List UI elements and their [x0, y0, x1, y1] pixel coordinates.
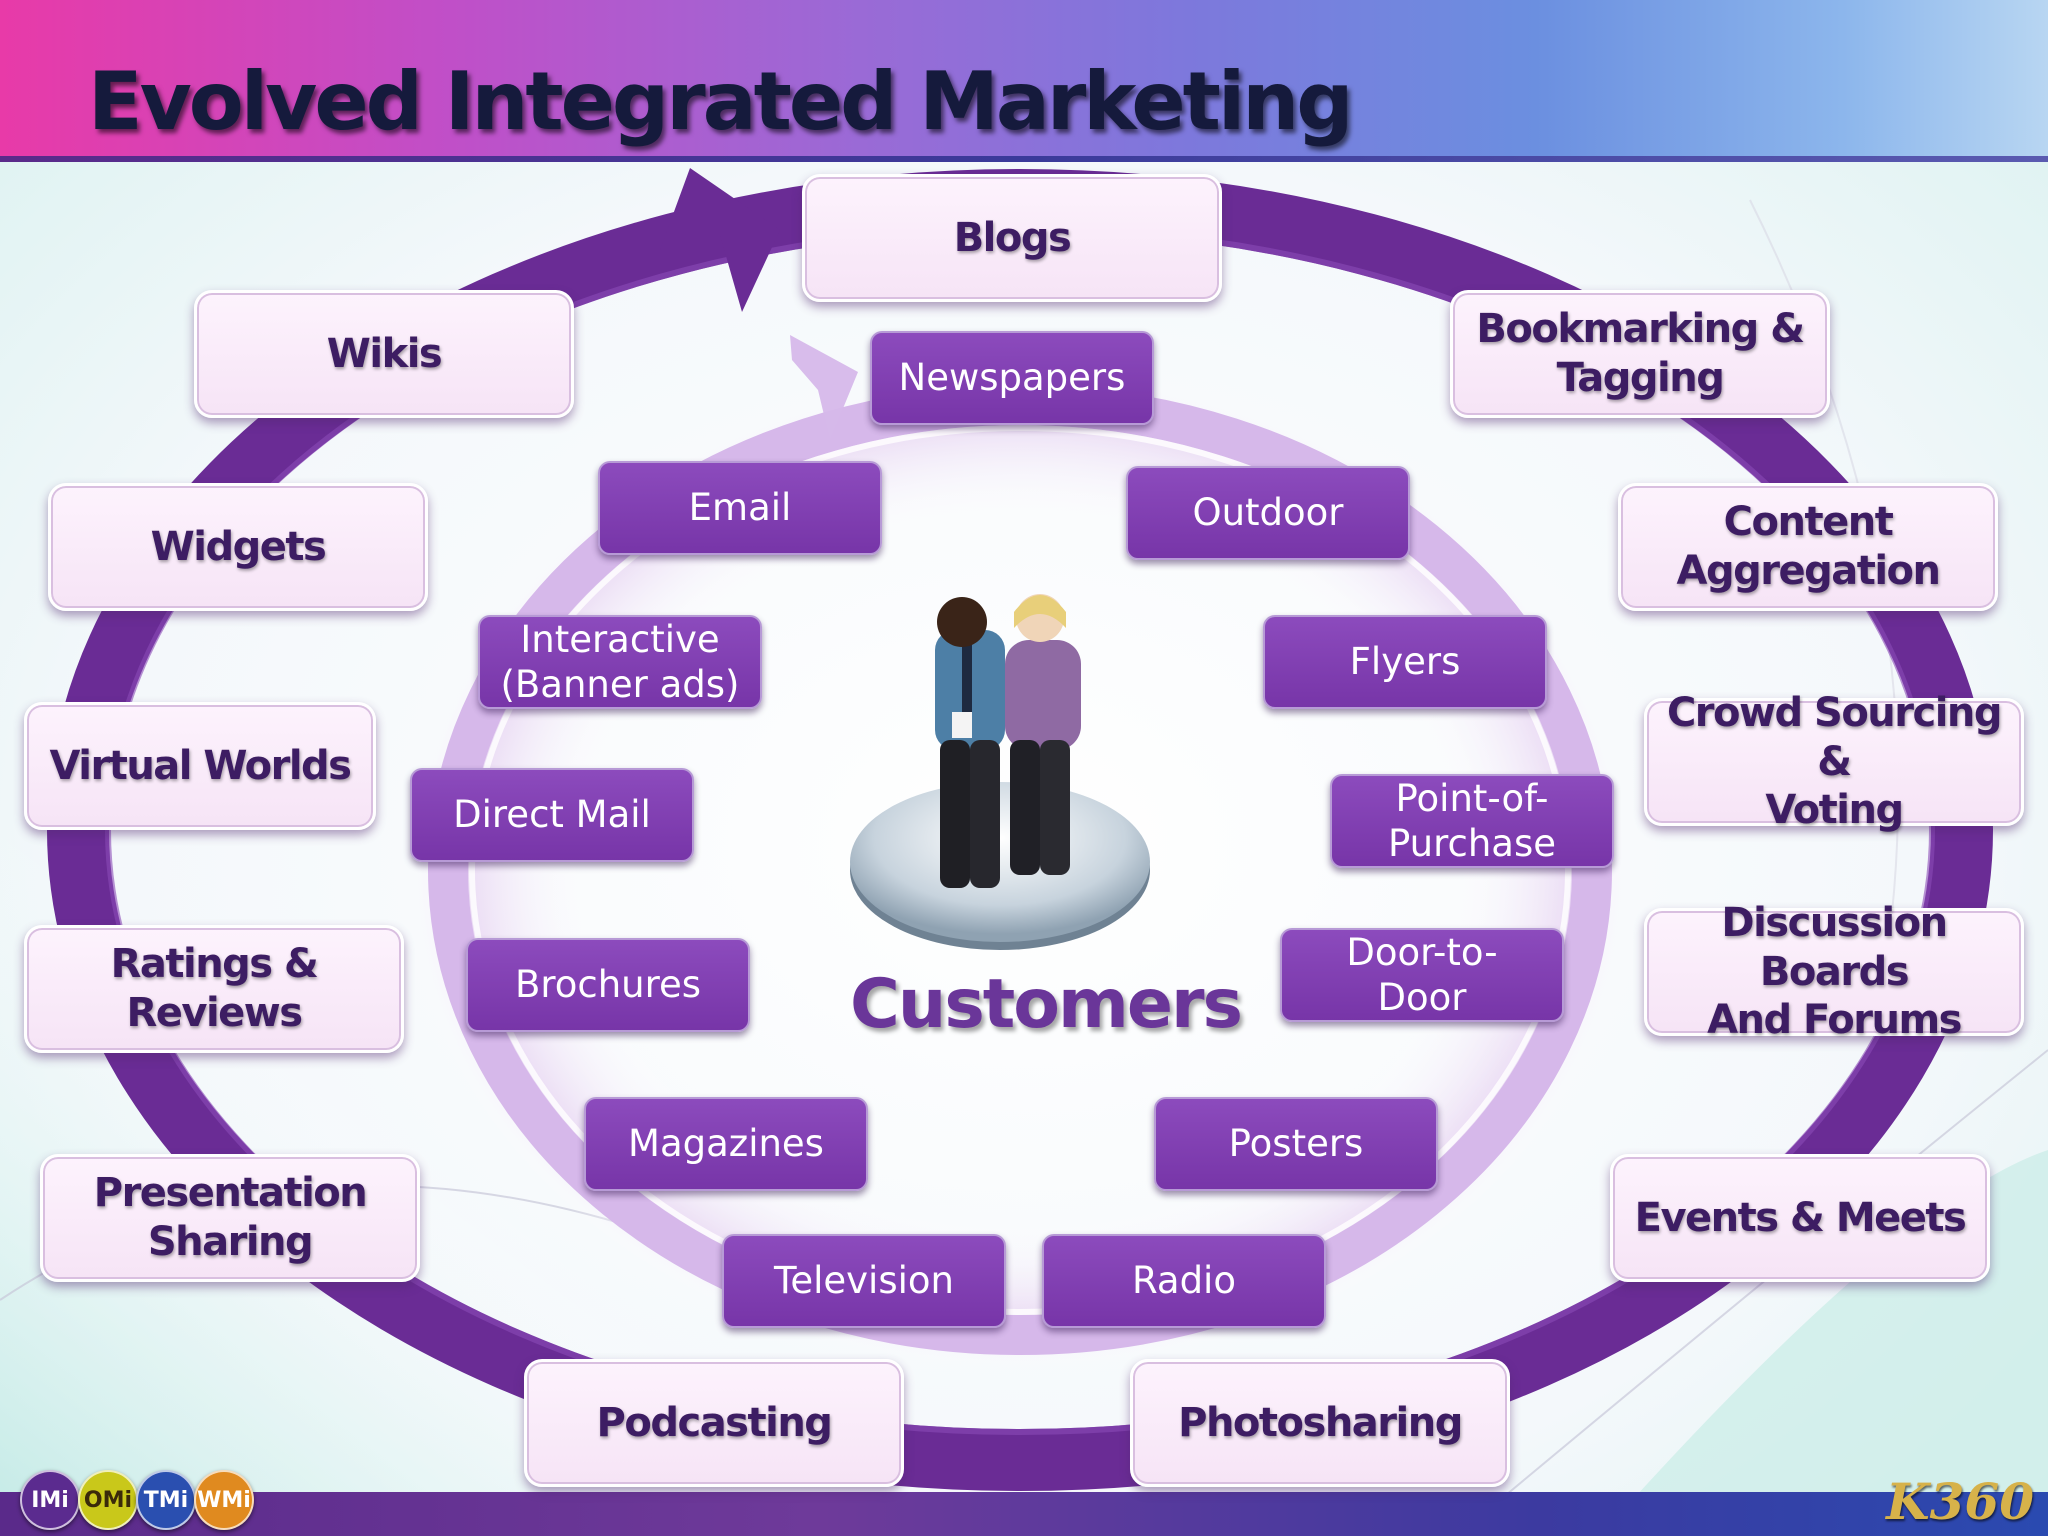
outer-node-photosharing: Photosharing: [1130, 1359, 1510, 1487]
inner-ring-arrowhead: [790, 335, 858, 440]
brand-logo: K360: [1886, 1472, 2034, 1531]
inner-node-direct-mail: Direct Mail: [410, 768, 694, 862]
inner-node-flyers: Flyers: [1263, 615, 1547, 709]
inner-node-radio: Radio: [1042, 1234, 1326, 1328]
outer-ring-arrowhead: [660, 168, 780, 312]
center-label: Customers: [850, 965, 1243, 1044]
outer-node-virtual-worlds: Virtual Worlds: [24, 702, 376, 830]
badge-omi-logo: OMi: [78, 1470, 138, 1530]
outer-node-podcasting: Podcasting: [524, 1359, 904, 1487]
inner-node-interactive-banner-ads: Interactive (Banner ads): [478, 615, 762, 709]
inner-node-door-to-door: Door-to- Door: [1280, 928, 1564, 1022]
badge-tmi-logo: TMi: [136, 1470, 196, 1530]
outer-node-blogs: Blogs: [802, 174, 1222, 302]
outer-node-ratings-reviews: Ratings & Reviews: [24, 925, 404, 1053]
outer-node-wikis: Wikis: [194, 290, 574, 418]
outer-node-discussion-boards: Discussion Boards And Forums: [1644, 900, 2024, 1043]
footer-band: [0, 1492, 2048, 1536]
inner-node-magazines: Magazines: [584, 1097, 868, 1191]
header-band: [0, 0, 2048, 162]
inner-node-newspapers: Newspapers: [870, 331, 1154, 425]
outer-node-widgets: Widgets: [48, 483, 428, 611]
inner-node-posters: Posters: [1154, 1097, 1438, 1191]
inner-node-email: Email: [598, 461, 882, 555]
inner-node-brochures: Brochures: [466, 938, 750, 1032]
inner-node-outdoor: Outdoor: [1126, 466, 1410, 560]
outer-node-crowd-sourcing-voting: Crowd Sourcing & Voting: [1644, 690, 2024, 833]
outer-node-bookmarking-tagging: Bookmarking & Tagging: [1450, 290, 1830, 418]
outer-node-presentation-sharing: Presentation Sharing: [40, 1154, 420, 1282]
badge-wmi-logo: WMi: [194, 1470, 254, 1530]
customers-figure-icon: [850, 594, 1150, 950]
outer-node-events-meets: Events & Meets: [1610, 1154, 1990, 1282]
badge-imi-logo: IMi: [20, 1470, 80, 1530]
outer-node-content-aggregation: Content Aggregation: [1618, 483, 1998, 611]
slide-title: Evolved Integrated Marketing: [88, 55, 1353, 148]
inner-node-point-of-purchase: Point-of- Purchase: [1330, 774, 1614, 868]
inner-node-television: Television: [722, 1234, 1006, 1328]
